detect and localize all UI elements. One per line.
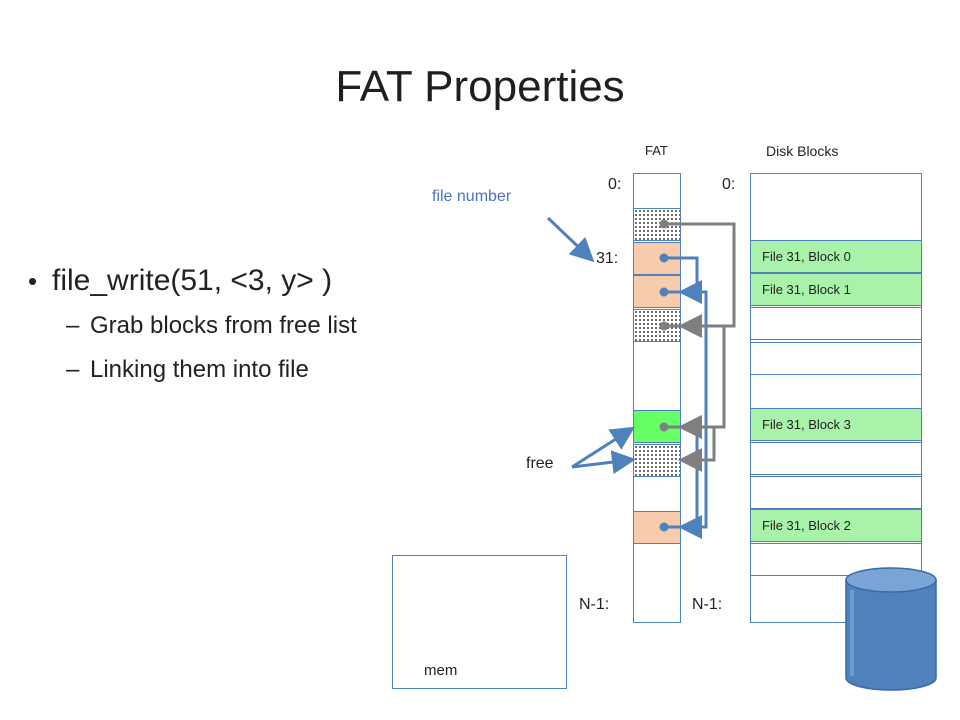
sub-bullet-text: Linking them into file	[90, 356, 309, 383]
bullet-list: • file_write(51, <3, y> ) – Grab blocks …	[28, 258, 357, 392]
sub-bullet-item: – Grab blocks from free list	[28, 304, 357, 348]
dash-icon: –	[66, 356, 80, 383]
fat-index-31: 31:	[596, 250, 619, 267]
sub-bullet-item: – Linking them into file	[28, 348, 357, 392]
free-list-links	[659, 219, 736, 472]
slide-title: FAT Properties	[335, 62, 625, 111]
bullet-item: • file_write(51, <3, y> )	[28, 258, 357, 304]
fat-entry-free	[633, 444, 681, 477]
sub-bullet-text: Grab blocks from free list	[90, 312, 357, 339]
file-number-label: file number	[432, 188, 512, 205]
fat-index-last: N-1:	[579, 596, 610, 613]
bullet-text: file_write(51, <3, y> )	[52, 264, 333, 297]
disk-block: File 31, Block 2	[750, 509, 922, 542]
bullet-dot-icon: •	[28, 266, 38, 296]
dash-icon: –	[66, 312, 80, 339]
file-number-arrow	[546, 216, 595, 263]
free-label: free	[526, 455, 554, 472]
disk-index-last: N-1:	[692, 596, 723, 613]
free-arrow	[571, 426, 636, 469]
fat-header: FAT	[645, 143, 668, 158]
disk-block: File 31, Block 1	[750, 273, 922, 306]
fat-chain-links	[659, 253, 708, 539]
disk-block	[750, 342, 922, 375]
disk-block	[750, 442, 922, 475]
disk-block	[750, 307, 922, 340]
disk-block: File 31, Block 3	[750, 408, 922, 441]
memory-box	[392, 555, 567, 689]
disk-icon	[845, 567, 937, 691]
disk-blocks-header: Disk Blocks	[766, 143, 839, 159]
disk-index-first: 0:	[722, 176, 736, 193]
mem-label: mem	[424, 662, 458, 679]
free-arrow	[571, 450, 636, 475]
disk-block	[750, 476, 922, 509]
fat-index-first: 0:	[608, 176, 622, 193]
disk-block: File 31, Block 0	[750, 240, 922, 273]
